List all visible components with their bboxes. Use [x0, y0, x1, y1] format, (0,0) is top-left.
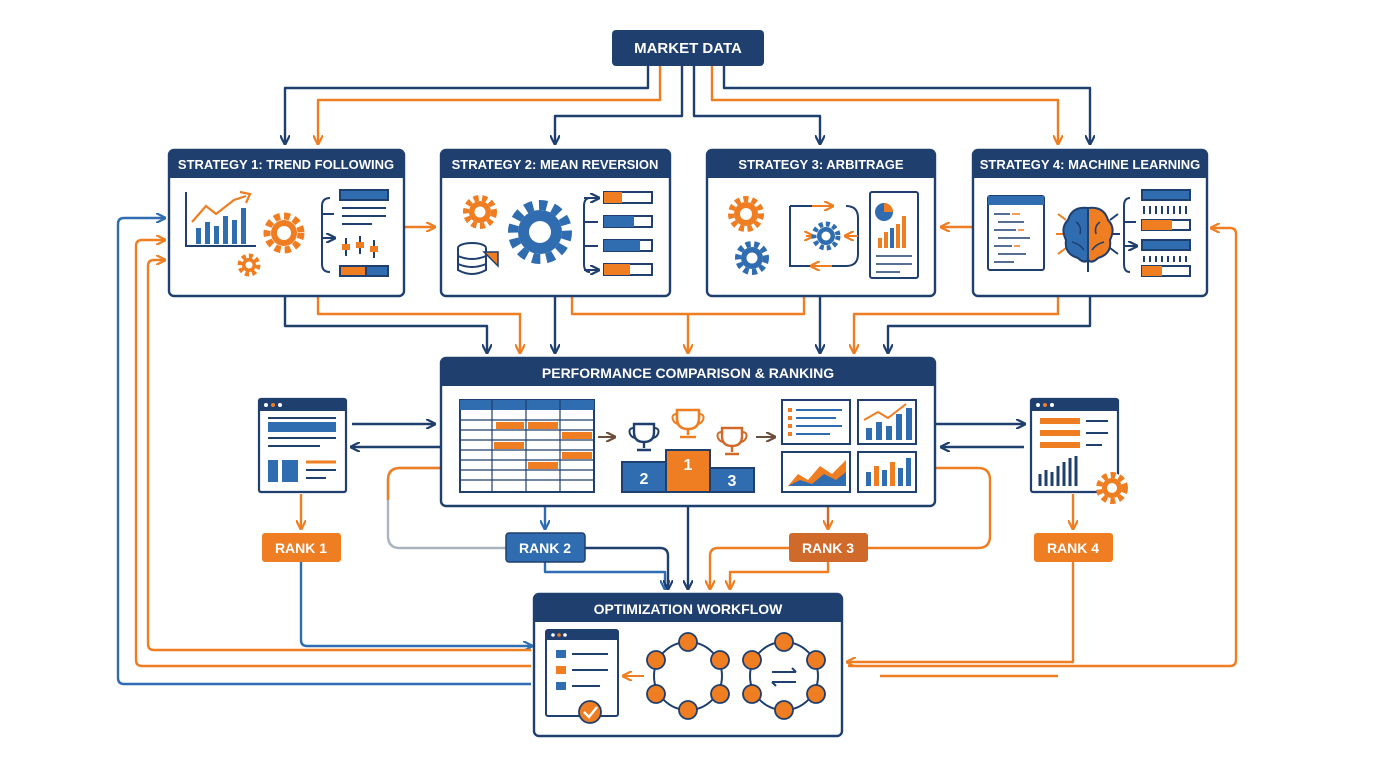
strategy-4-title: STRATEGY 4: MACHINE LEARNING: [980, 157, 1201, 172]
gear-icon: [735, 241, 769, 275]
arrow-market-to-s3: [692, 66, 820, 143]
ranking-table-icon: [459, 399, 595, 493]
line-comparison-orange-right-loop: [868, 466, 992, 550]
optimization-card: OPTIMIZATION WORKFLOW: [532, 592, 844, 738]
gear-icon: [1096, 472, 1128, 504]
trophy-icon: [671, 408, 705, 439]
trophy-icon: [628, 422, 660, 452]
code-window-icon: [987, 195, 1045, 271]
strategy-1-card: STRATEGY 1: TREND FOLLOWING: [167, 148, 406, 298]
rank-2-label: RANK 2: [519, 540, 571, 556]
arrow-market-to-s4-navy: [722, 66, 1090, 143]
arrow-rank3-to-optimization: [730, 562, 830, 588]
strategy-2-card: STRATEGY 2: MEAN REVERSION: [439, 148, 672, 298]
strategy-2-title: STRATEGY 2: MEAN REVERSION: [452, 157, 659, 172]
bar-list-icon: [1123, 189, 1191, 277]
arrow-rank2b-to-optimization: [585, 546, 668, 588]
podium-1: 1: [684, 457, 693, 474]
arrow-s1-to-comparison-navy: [283, 296, 487, 352]
strategy-3-card: STRATEGY 3: ARBITRAGE: [705, 148, 937, 298]
report-icon: [869, 191, 919, 279]
arrow-s4-to-comparison-orange: [854, 296, 1060, 352]
line-chart-icon: [185, 190, 256, 247]
small-gear-icon: [237, 253, 261, 277]
rank-4-badge: RANK 4: [1034, 533, 1113, 562]
bar-list-icon: [583, 191, 653, 275]
right-report-panel: [1029, 397, 1128, 504]
arrow-market-to-s2: [555, 66, 684, 143]
strategy-4-card: STRATEGY 4: MACHINE LEARNING: [971, 148, 1209, 298]
cycle-icon: [789, 206, 859, 266]
strategy-1-title: STRATEGY 1: TREND FOLLOWING: [178, 157, 394, 172]
loop-optimization-to-s1-orange: [134, 240, 531, 668]
podium-3: 3: [728, 473, 737, 490]
rank-1-label: RANK 1: [275, 540, 327, 556]
arrow-s1-to-comparison-orange: [316, 296, 520, 352]
rank-3-badge: RANK 3: [789, 533, 868, 562]
brain-icon: [1056, 206, 1120, 272]
arrow-rank1-to-optimization: [299, 562, 531, 646]
connectors: [116, 66, 1238, 686]
arrow-rank2-to-optimization: [543, 562, 665, 588]
arrow-rank3b-to-optimization: [710, 546, 796, 588]
arrow-market-to-s1-navy: [285, 66, 650, 143]
optimization-title: OPTIMIZATION WORKFLOW: [594, 601, 783, 617]
column-chart-icon: [857, 451, 917, 493]
strategy-3-title: STRATEGY 3: ARBITRAGE: [738, 157, 903, 172]
gear-icon: [263, 212, 305, 254]
rank-4-label: RANK 4: [1047, 540, 1099, 556]
comparison-title: PERFORMANCE COMPARISON & RANKING: [542, 365, 834, 381]
task-checklist-icon: [545, 629, 619, 724]
rank-1-badge: RANK 1: [262, 533, 341, 562]
podium-icon: 2 1 3: [621, 408, 755, 493]
loop-optimization-to-s1-orange-inner: [146, 260, 531, 652]
line-comparison-orange-loop: [386, 466, 440, 500]
arrow-market-to-s4-orange: [710, 66, 1058, 143]
cycle-loop-icon: [646, 632, 730, 720]
gear-icon: [463, 195, 497, 229]
rank-2-badge: RANK 2: [505, 532, 586, 563]
market-data-node: MARKET DATA: [612, 30, 764, 66]
gear-icon: [728, 196, 764, 232]
area-chart-icon: [781, 451, 851, 493]
metric-list-icon: [781, 399, 851, 445]
arrow-s2-s3-to-comparison-orange: [570, 296, 806, 352]
arrow-market-to-s1-orange: [318, 66, 662, 143]
arrow-rank4-to-optimization: [848, 562, 1075, 662]
trend-bar-chart-icon: [857, 399, 917, 445]
exchange-loop-icon: [742, 632, 826, 720]
loop-optimization-to-s4-orange: [848, 228, 1238, 668]
comparison-card: PERFORMANCE COMPARISON & RANKING: [439, 356, 937, 508]
market-data-label: MARKET DATA: [634, 40, 742, 57]
trophy-icon: [716, 426, 748, 456]
arrow-s4-to-comparison-navy: [888, 296, 1092, 352]
left-report-panel: [257, 397, 348, 494]
checklist-icon: [321, 189, 389, 277]
podium-2: 2: [640, 471, 649, 488]
loop-optimization-to-s1-navy-outer: [116, 218, 531, 686]
rank-3-label: RANK 3: [802, 540, 854, 556]
database-icon: [457, 242, 499, 275]
large-gear-icon: [508, 200, 572, 264]
